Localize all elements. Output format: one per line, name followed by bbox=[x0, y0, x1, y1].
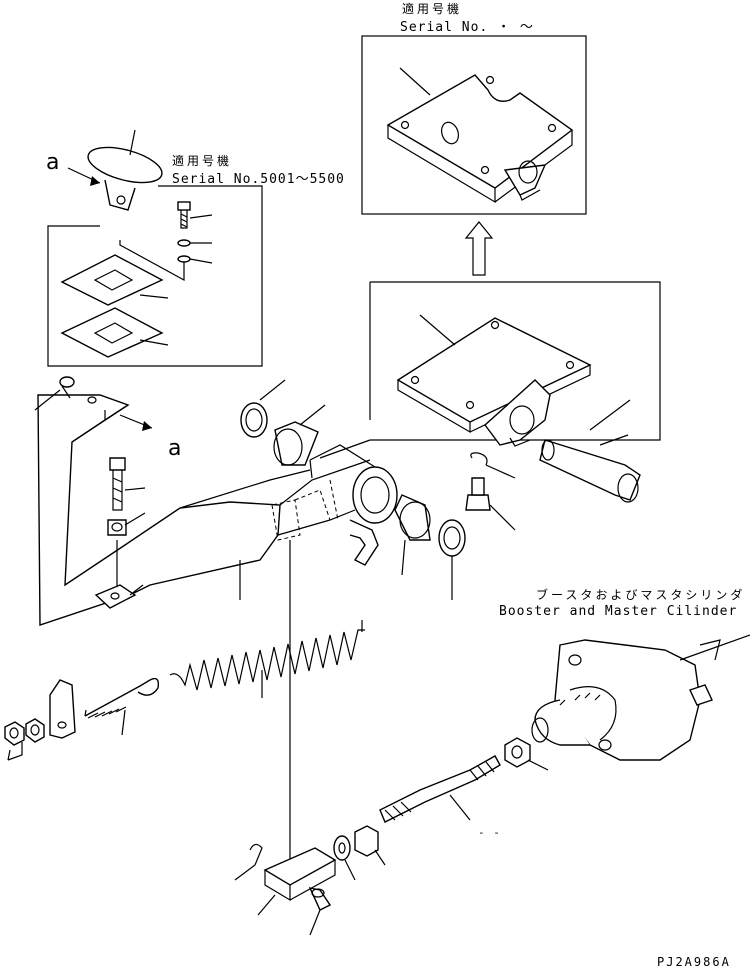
booster-master-cylinder bbox=[531, 634, 750, 761]
misc-dash-label: - - bbox=[478, 826, 501, 839]
view-ref-a-mid: a bbox=[168, 436, 182, 461]
view-ref-a-top: a bbox=[46, 150, 60, 175]
drawing-code: PJ2A986A bbox=[657, 955, 731, 969]
pedal-lever bbox=[34, 376, 398, 626]
top-callout-applicable-models: 適用号機 bbox=[402, 2, 463, 16]
push-rod bbox=[234, 540, 549, 936]
serial-callout-box-top bbox=[361, 35, 587, 215]
bushings-and-seals bbox=[240, 379, 641, 600]
upgrade-arrow bbox=[464, 221, 494, 276]
left-callout-applicable-models: 適用号機 bbox=[172, 154, 233, 168]
return-spring bbox=[4, 620, 365, 761]
serial-callout-box-left bbox=[47, 129, 263, 367]
booster-label-jp: ブースタおよびマスタシリンダ bbox=[536, 588, 746, 602]
booster-label-en: Booster and Master Cilinder bbox=[499, 604, 738, 619]
left-callout-serial: Serial No.5001～5500 bbox=[172, 172, 345, 187]
top-callout-serial: Serial No. ・ ～ bbox=[400, 20, 534, 35]
bracket-box bbox=[319, 281, 661, 459]
